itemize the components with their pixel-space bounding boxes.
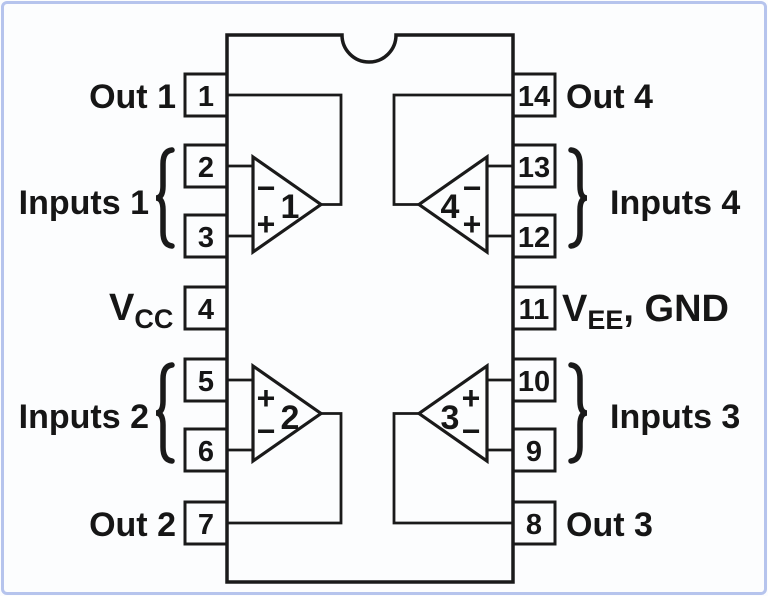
pin-3-rect: [183, 213, 229, 259]
inputs4-brace-icon: [568, 147, 588, 249]
opamp-2: + − 2: [251, 362, 324, 465]
label-vee-gnd: VEE, GND: [562, 288, 729, 335]
opamp-1-triangle-icon: [251, 153, 324, 256]
inputs2-brace-icon: [155, 362, 175, 464]
pin-14-number: 14: [518, 81, 550, 113]
wire-a4-out-to-pin14: [392, 93, 513, 206]
inputs1-brace-icon: [155, 147, 175, 249]
inputs3-brace-icon: [568, 362, 588, 464]
pin-box-7: 7: [183, 500, 229, 546]
pin-10-rect: [511, 357, 557, 403]
ic-body-outline: [225, 33, 515, 584]
pin-6-number: 6: [198, 436, 214, 468]
label-out1: Out 1: [89, 78, 176, 116]
pin-10-number: 10: [518, 366, 550, 398]
pin-2-rect: [183, 143, 229, 189]
opamp-4-inverting-sign: −: [463, 170, 482, 206]
opamp-2-noninverting-sign: +: [257, 380, 276, 416]
vee-gnd-rest: , GND: [623, 288, 729, 330]
opamp-1-noninverting-sign: +: [257, 206, 276, 242]
label-out4: Out 4: [566, 78, 653, 116]
pin-8-rect: [511, 500, 557, 546]
pin-box-4: 4: [183, 285, 229, 331]
pin-5-rect: [183, 357, 229, 403]
pin-box-3: 3: [183, 213, 229, 259]
pin-box-8: 8: [511, 500, 557, 546]
pin-12-number: 12: [518, 222, 550, 254]
pin-11-rect: [511, 285, 557, 331]
opamp-symbols: − + 1 − + 4 + − 2 + − 3: [251, 153, 489, 465]
opamp-1-inverting-sign: −: [257, 170, 276, 206]
pin-box-10: 10: [511, 357, 557, 403]
pin-box-1: 1: [183, 72, 229, 118]
wire-a1-out-to-pin1: [227, 93, 343, 206]
pin-box-6: 6: [183, 427, 229, 473]
opamp-4: − + 4: [416, 153, 489, 256]
label-inputs3: Inputs 3: [610, 398, 740, 436]
right-pins: 14 13 12 11 10 9: [511, 72, 557, 546]
pin-1-rect: [183, 72, 229, 118]
pin-4-rect: [183, 285, 229, 331]
pin-4-number: 4: [198, 294, 214, 326]
pin-7-number: 7: [198, 509, 214, 541]
opamp-3: + − 3: [416, 362, 489, 465]
opamp-2-number: 2: [281, 399, 300, 437]
pin-5-number: 5: [198, 366, 214, 398]
label-inputs1: Inputs 1: [19, 184, 149, 222]
left-pins: 1 2 3 4 5 6 7: [183, 72, 229, 546]
left-labels: Out 1 Inputs 1 VCC Inputs 2 Out 2: [19, 78, 176, 544]
pin-11-number: 11: [519, 294, 550, 326]
label-out3: Out 3: [566, 506, 653, 544]
pin-3-number: 3: [198, 222, 214, 254]
pin-9-rect: [511, 427, 557, 473]
braces: [155, 147, 588, 464]
opamp-4-number: 4: [441, 188, 460, 226]
opamp-3-inverting-sign: −: [462, 413, 481, 449]
label-vcc: VCC: [109, 287, 173, 334]
vcc-subscript: CC: [134, 304, 173, 334]
vee-subscript: EE: [587, 305, 623, 335]
label-out2: Out 2: [89, 506, 176, 544]
pin-14-rect: [511, 72, 557, 118]
vcc-base: V: [109, 287, 135, 329]
pin-box-9: 9: [511, 427, 557, 473]
label-inputs2: Inputs 2: [19, 398, 149, 436]
pin-box-13: 13: [511, 143, 557, 189]
opamp-2-triangle-icon: [251, 362, 324, 465]
pin-box-12: 12: [511, 213, 557, 259]
pin-box-2: 2: [183, 143, 229, 189]
wires: [227, 93, 513, 525]
vee-base: V: [562, 288, 588, 330]
pin-box-11: 11: [511, 285, 557, 331]
right-labels: Out 4 Inputs 4 VEE, GND Inputs 3 Out 3: [562, 78, 740, 544]
pin-7-rect: [183, 500, 229, 546]
pin-1-number: 1: [198, 81, 214, 113]
wire-a2-out-to-pin7: [227, 412, 343, 525]
pin-8-number: 8: [526, 509, 542, 541]
opamp-2-inverting-sign: −: [257, 413, 276, 449]
pin-6-rect: [183, 427, 229, 473]
pin-box-5: 5: [183, 357, 229, 403]
opamp-4-noninverting-sign: +: [463, 206, 482, 242]
opamp-3-triangle-icon: [416, 362, 489, 465]
pin-13-rect: [511, 143, 557, 189]
opamp-1-number: 1: [281, 188, 300, 226]
opamp-1: − + 1: [251, 153, 324, 256]
label-inputs4: Inputs 4: [610, 184, 740, 222]
pin-9-number: 9: [526, 436, 542, 468]
opamp-3-number: 3: [441, 399, 460, 437]
pin-12-rect: [511, 213, 557, 259]
pin-2-number: 2: [198, 152, 214, 184]
opamp-3-noninverting-sign: +: [462, 380, 481, 416]
opamp-4-triangle-icon: [416, 153, 489, 256]
wire-a3-out-to-pin8: [392, 412, 513, 525]
pin-box-14: 14: [511, 72, 557, 118]
pin-13-number: 13: [518, 152, 550, 184]
